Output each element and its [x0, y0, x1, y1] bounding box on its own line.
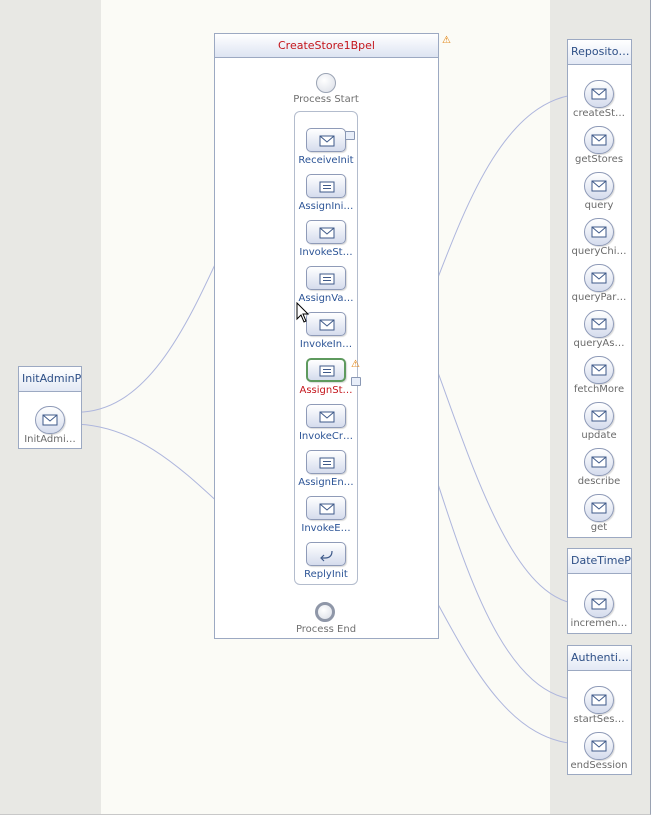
- activity-label: ReceiveInit: [298, 155, 354, 166]
- envelope-icon: [584, 356, 614, 388]
- operation-label: queryChi…: [571, 246, 627, 257]
- envelope-icon: [584, 126, 614, 158]
- operation-label: startSes…: [573, 714, 625, 725]
- envelope-icon: [584, 402, 614, 434]
- operation-label: queryAs…: [573, 338, 625, 349]
- partner-operation[interactable]: [35, 406, 65, 434]
- envelope-icon: [584, 590, 614, 622]
- process-start-icon[interactable]: [316, 73, 336, 93]
- activity-invoke[interactable]: [306, 404, 346, 428]
- process-end-label: Process End: [295, 624, 357, 635]
- partner-operation[interactable]: [584, 732, 614, 760]
- partner-operation[interactable]: [584, 448, 614, 476]
- assign-icon: [307, 175, 347, 203]
- activity-assign[interactable]: [306, 266, 346, 290]
- envelope-icon: [584, 448, 614, 480]
- activity-label: InvokeE…: [301, 523, 351, 534]
- envelope-icon: [307, 129, 347, 157]
- breakpoint-icon: [345, 131, 355, 140]
- operation-label: query: [584, 200, 614, 211]
- activity-label: InvokeIn…: [299, 339, 353, 350]
- process-title: CreateStore1Bpel: [215, 34, 438, 58]
- envelope-icon: [307, 497, 347, 525]
- partner-title: Reposito…: [568, 40, 631, 65]
- envelope-icon: [584, 310, 614, 342]
- partner-operation[interactable]: [584, 310, 614, 338]
- operation-label: queryPar…: [571, 292, 627, 303]
- partner-operation[interactable]: [584, 80, 614, 108]
- activity-receive[interactable]: [306, 128, 346, 152]
- partner-title: Authenti…: [568, 646, 631, 671]
- activity-reply[interactable]: [306, 542, 346, 566]
- operation-label: endSession: [570, 760, 628, 771]
- operation-label: createSt…: [572, 108, 625, 119]
- operation-label: get: [590, 522, 608, 533]
- envelope-icon: [584, 218, 614, 250]
- envelope-icon: [584, 494, 614, 526]
- assign-icon: [307, 359, 347, 387]
- partner-title: DateTimePL: [568, 549, 631, 574]
- envelope-icon: [584, 732, 614, 764]
- activity-label: InvokeCr…: [298, 431, 353, 442]
- partner-operation[interactable]: [584, 402, 614, 430]
- assign-icon: [307, 451, 347, 479]
- activity-label: AssignIni…: [298, 201, 354, 212]
- operation-label: update: [581, 430, 617, 441]
- reply-icon: [307, 543, 347, 571]
- partner-operation[interactable]: [584, 264, 614, 292]
- process-start-label: Process Start: [293, 94, 359, 105]
- envelope-icon: [584, 80, 614, 112]
- envelope-icon: [307, 221, 347, 249]
- mouse-cursor-icon: [296, 302, 310, 323]
- assign-icon: [307, 267, 347, 295]
- partner-operation[interactable]: [584, 218, 614, 246]
- breakpoint-icon: [351, 377, 361, 386]
- activity-label: AssignEn…: [298, 477, 354, 488]
- activity-label: ReplyInit: [304, 569, 348, 580]
- partner-operation[interactable]: [584, 356, 614, 384]
- process-warning-icon[interactable]: ⚠: [442, 35, 451, 46]
- partner-operation[interactable]: [584, 172, 614, 200]
- activity-assign[interactable]: [306, 358, 346, 382]
- operation-label: fetchMore: [573, 384, 625, 395]
- envelope-icon: [307, 313, 347, 341]
- activity-label: AssignSt…: [299, 385, 353, 396]
- operation-label: InitAdmi…: [24, 434, 76, 445]
- partner-operation[interactable]: [584, 126, 614, 154]
- partner-operation[interactable]: [584, 590, 614, 618]
- activity-invoke[interactable]: [306, 312, 346, 336]
- activity-label: AssignVa…: [298, 293, 354, 304]
- partner-operation[interactable]: [584, 686, 614, 714]
- activity-assign[interactable]: [306, 450, 346, 474]
- process-end-icon[interactable]: [315, 602, 335, 622]
- envelope-icon: [307, 405, 347, 433]
- operation-label: describe: [577, 476, 621, 487]
- operation-label: incremen…: [570, 618, 628, 629]
- envelope-icon: [584, 686, 614, 718]
- operation-label: getStores: [574, 154, 624, 165]
- activity-invoke[interactable]: [306, 220, 346, 244]
- activity-label: InvokeSt…: [299, 247, 353, 258]
- envelope-icon: [584, 172, 614, 204]
- envelope-icon: [35, 406, 65, 438]
- partner-title: InitAdminPL: [19, 367, 81, 392]
- partner-operation[interactable]: [584, 494, 614, 522]
- activity-warning-icon[interactable]: ⚠: [351, 359, 360, 370]
- activity-assign[interactable]: [306, 174, 346, 198]
- activity-invoke[interactable]: [306, 496, 346, 520]
- envelope-icon: [584, 264, 614, 296]
